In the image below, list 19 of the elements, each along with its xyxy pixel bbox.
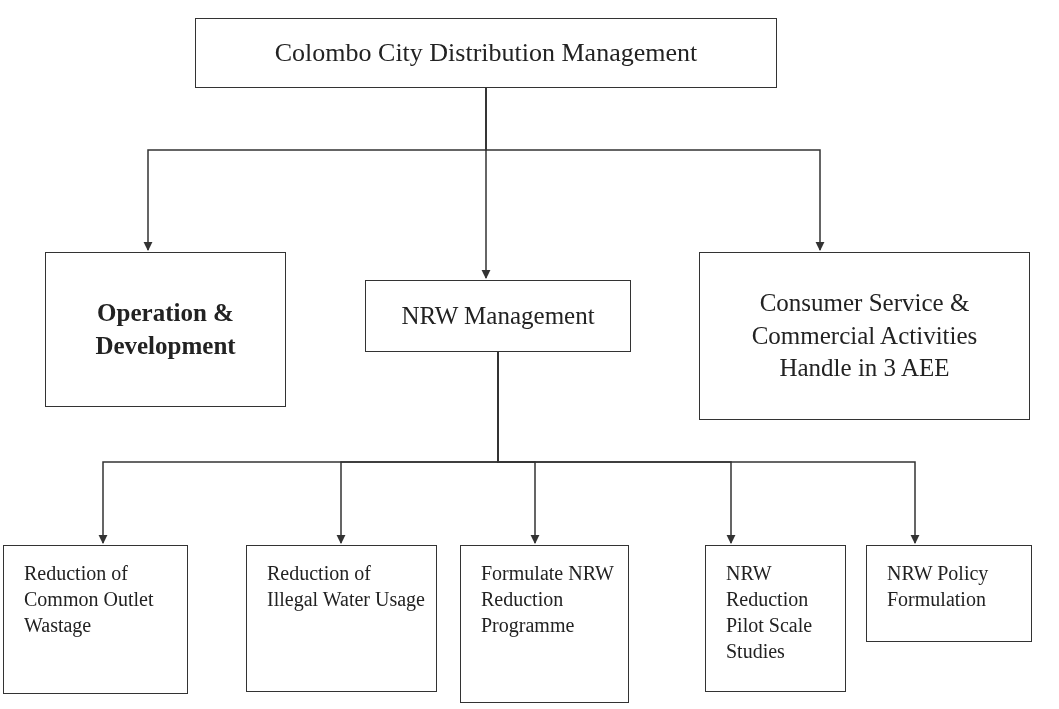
box-label: Formulate NRW Reduction Programme	[481, 561, 615, 638]
org-box	[365, 280, 631, 352]
arrow	[485, 87, 825, 251]
box-label: NRW Reduction Pilot Scale Studies	[726, 561, 814, 664]
box-label: NRW Policy Formulation	[887, 561, 990, 612]
org-box	[246, 545, 437, 692]
box-label: Reduction of Common Outlet Wastage	[24, 561, 155, 638]
org-box	[866, 545, 1032, 642]
box-label: Reduction of Illegal Water Usage	[267, 561, 426, 612]
box-label: NRW Management	[401, 300, 595, 331]
org-box	[705, 545, 846, 692]
box-label: Operation & Development	[94, 298, 237, 361]
org-box	[45, 252, 286, 407]
org-box	[699, 252, 1030, 420]
org-box	[460, 545, 629, 703]
box-label: Colombo City Distribution Management	[274, 37, 698, 70]
box-label: Consumer Service & Commercial Activities Handle in 3 AEE	[750, 288, 979, 384]
org-box	[195, 18, 777, 88]
org-box	[3, 545, 188, 694]
